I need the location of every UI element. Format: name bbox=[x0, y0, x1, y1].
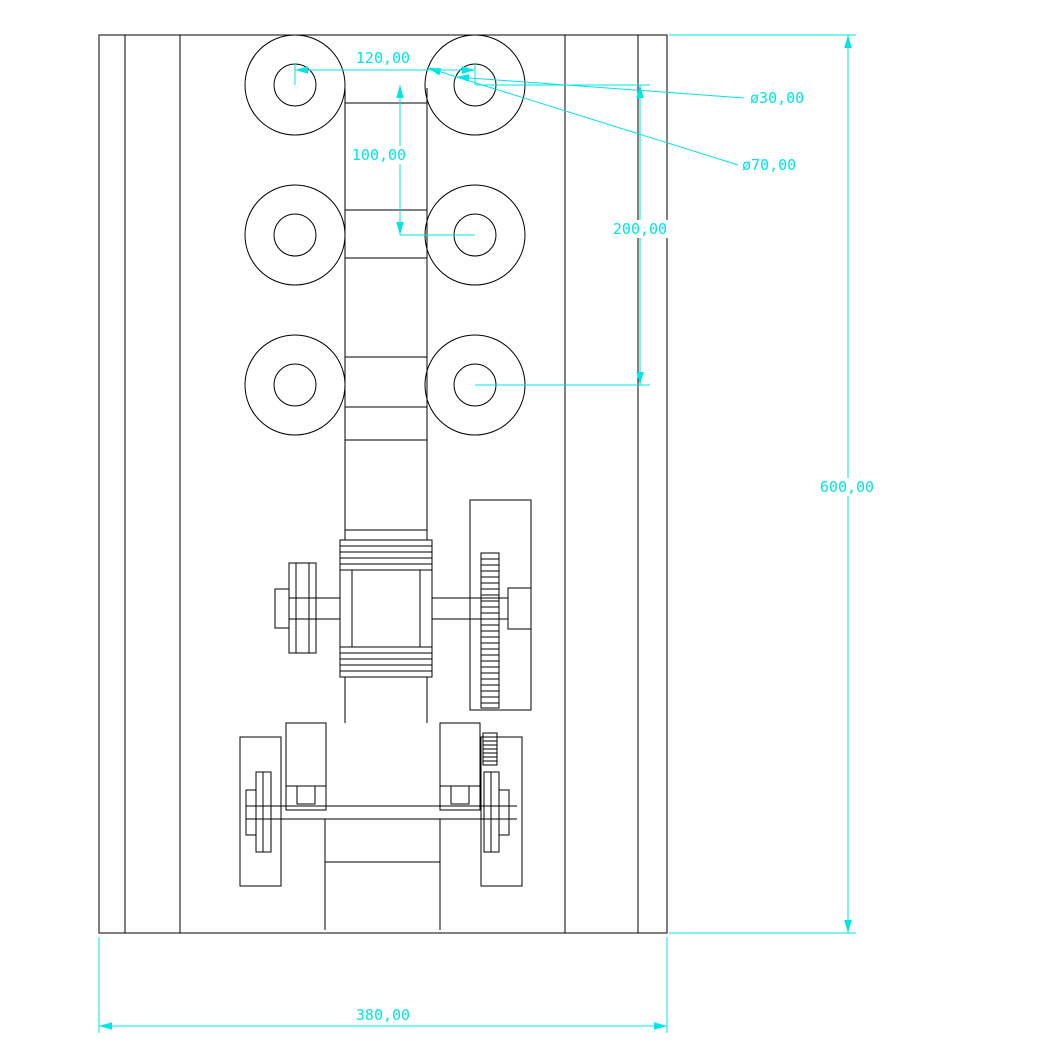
left-bearing-block bbox=[285, 722, 327, 811]
dim-overall-height-label: 600,00 bbox=[820, 478, 874, 496]
dim-roller-spacing-y-label: 100,00 bbox=[352, 146, 406, 164]
lower-shaft bbox=[246, 805, 517, 820]
gear-teeth-top bbox=[340, 545, 432, 571]
rollers bbox=[244, 34, 526, 436]
right-shaft-cap bbox=[507, 587, 532, 630]
dim-bore-diameter-label: ø30,00 bbox=[750, 89, 804, 107]
dimension-roller-spacing-y: 100,00 bbox=[352, 85, 475, 236]
leader-line bbox=[455, 74, 745, 99]
leader-roller-diameter: ø70,00 bbox=[427, 67, 796, 174]
leader-line bbox=[427, 67, 739, 166]
machine-frame bbox=[98, 34, 668, 934]
drive-gear-body bbox=[339, 539, 433, 678]
frame-rails bbox=[124, 35, 639, 933]
dim-roller-span-y-label: 200,00 bbox=[613, 220, 667, 238]
frame-outline bbox=[98, 34, 668, 934]
left-plate bbox=[239, 736, 282, 887]
belt-lower-strip bbox=[324, 819, 441, 930]
gear-assembly bbox=[274, 499, 532, 711]
extension-lines bbox=[669, 34, 856, 934]
roller-outer-circle bbox=[244, 34, 346, 136]
small-ratchet-hatch bbox=[483, 736, 497, 762]
left-flange-lines bbox=[295, 563, 310, 653]
dim-text-mask bbox=[613, 220, 668, 238]
dim-roller-diameter-label: ø70,00 bbox=[742, 156, 796, 174]
belt-rails bbox=[344, 88, 428, 540]
roller-bore-circle bbox=[273, 213, 317, 257]
right-shaft-end-cap bbox=[498, 789, 510, 836]
dim-roller-spacing-x-label: 120,00 bbox=[356, 49, 410, 67]
gear-teeth-bottom bbox=[340, 646, 432, 672]
dim-text-mask bbox=[352, 146, 406, 164]
left-bearing-foot bbox=[296, 785, 316, 805]
left-shaft-cap bbox=[274, 588, 290, 629]
roller-outer-circle bbox=[244, 334, 346, 436]
belt-rungs bbox=[345, 102, 427, 531]
left-shaft-end-cap bbox=[245, 789, 257, 836]
roller-outer-circle bbox=[244, 184, 346, 286]
support-bracket bbox=[469, 499, 532, 711]
ratchet-hatch bbox=[481, 558, 499, 704]
roller-bottom-left bbox=[244, 334, 346, 436]
belt-strip bbox=[324, 88, 441, 930]
dimension-roller-spacing-x: 120,00 bbox=[294, 49, 476, 85]
right-bearing-block bbox=[439, 722, 481, 811]
dim-text-mask bbox=[820, 478, 875, 496]
gear-shaft bbox=[289, 597, 508, 620]
right-bearing-foot bbox=[450, 785, 470, 805]
left-flange bbox=[288, 562, 317, 654]
dim-overall-width-label: 380,00 bbox=[356, 1006, 410, 1024]
dimension-roller-span-y: 200,00 bbox=[475, 84, 668, 386]
extension-lines bbox=[98, 937, 668, 1033]
lower-shaft-assembly bbox=[239, 722, 523, 887]
belt-lower-connector bbox=[344, 677, 428, 723]
dimension-overall-height: 600,00 bbox=[669, 34, 875, 934]
dimension-overall-width: 380,00 bbox=[98, 937, 668, 1033]
roller-middle-left bbox=[244, 184, 346, 286]
leader-bore-diameter: ø30,00 bbox=[455, 74, 804, 107]
roller-bore-circle bbox=[273, 363, 317, 407]
gear-hub bbox=[351, 569, 421, 648]
right-plate bbox=[480, 736, 523, 887]
dimensions: 120,00 100,00 200,00 ø30,00 ø70,00 600 bbox=[98, 34, 875, 1033]
